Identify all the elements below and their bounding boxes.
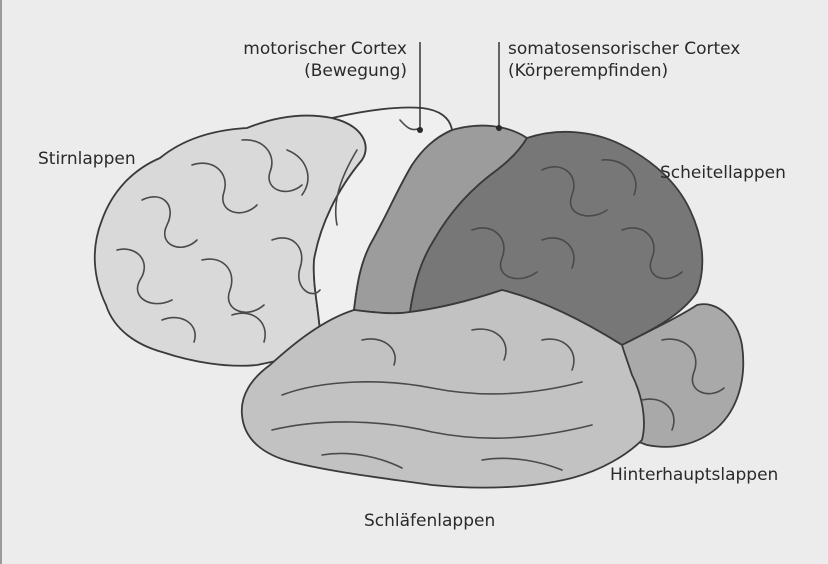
frontal-lobe-label: Stirnlappen xyxy=(38,148,136,170)
somatosensory-cortex-title: somatosensorischer Cortex xyxy=(508,38,740,60)
motor-pointer-dot xyxy=(417,127,423,133)
motor-cortex-label: motorischer Cortex (Bewegung) xyxy=(207,38,407,82)
parietal-lobe-label: Scheitellappen xyxy=(660,162,786,184)
temporal-lobe-label: Schläfenlappen xyxy=(364,510,495,532)
somatosensory-cortex-subtitle: (Körperempfinden) xyxy=(508,60,740,82)
somatosensory-cortex-label: somatosensorischer Cortex (Körperempfind… xyxy=(508,38,740,82)
motor-cortex-title: motorischer Cortex xyxy=(207,38,407,60)
motor-cortex-subtitle: (Bewegung) xyxy=(207,60,407,82)
soma-pointer-dot xyxy=(496,125,502,131)
occipital-lobe-label: Hinterhauptslappen xyxy=(610,464,778,486)
